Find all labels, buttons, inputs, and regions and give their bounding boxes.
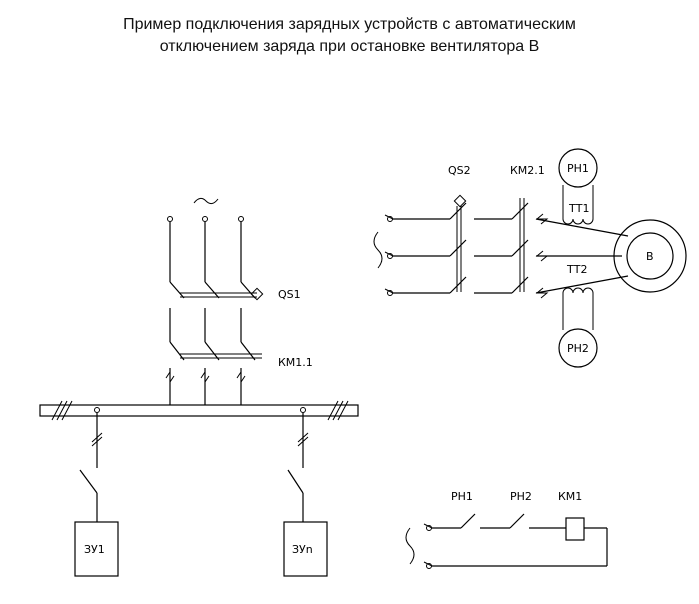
busbar	[39, 404, 359, 417]
label-charger-n: ЗУn	[292, 543, 313, 556]
ac-symbol-control	[405, 527, 415, 565]
label-ctrl-ph2: РН2	[510, 490, 532, 503]
terminal-l3	[238, 216, 244, 222]
label-ctrl-km1: КМ1	[558, 490, 582, 503]
label-ph2-bottom: РН2	[567, 342, 589, 355]
label-qs2: QS2	[448, 164, 471, 177]
ac-symbol-right	[373, 231, 383, 269]
ac-symbol	[193, 197, 219, 205]
terminal-l1	[167, 216, 173, 222]
charger-1-box	[74, 521, 119, 577]
control-section: РН1 РН2 КМ1	[405, 490, 608, 569]
qs1-actuator	[250, 287, 264, 301]
label-charger-1: ЗУ1	[84, 543, 105, 556]
motor-outer	[613, 219, 687, 293]
motor-inner	[626, 232, 674, 280]
label-ctrl-ph1: РН1	[451, 490, 473, 503]
qs2-actuator	[453, 194, 467, 208]
tt1-coil	[562, 218, 594, 225]
label-km11: КМ1.1	[278, 356, 313, 369]
diagram-title: Пример подключения зарядных устройств с …	[0, 14, 699, 58]
charger-n-box	[283, 521, 328, 577]
relay-ph1-circle	[558, 148, 598, 188]
label-tt1: ТТ1	[568, 202, 589, 215]
relay-ph2-circle	[558, 328, 598, 368]
label-motor: В	[646, 250, 654, 263]
terminal-l2	[202, 216, 208, 222]
km1-coil	[565, 517, 585, 541]
left-section: QS1 КМ1.1 ЗУ1	[39, 197, 359, 577]
label-km21: КМ2.1	[510, 164, 545, 177]
label-qs1: QS1	[278, 288, 301, 301]
fan-motor-section: QS2 КМ2.1 ТТ1 ТТ2 РН1 РН2	[373, 148, 687, 368]
tt2-coil	[562, 287, 594, 294]
title-line-2: отключением заряда при остановке вентиля…	[159, 38, 540, 55]
label-ph1-top: РН1	[567, 162, 589, 175]
label-tt2: ТТ2	[566, 263, 587, 276]
title-line-1: Пример подключения зарядных устройств с …	[123, 16, 576, 33]
